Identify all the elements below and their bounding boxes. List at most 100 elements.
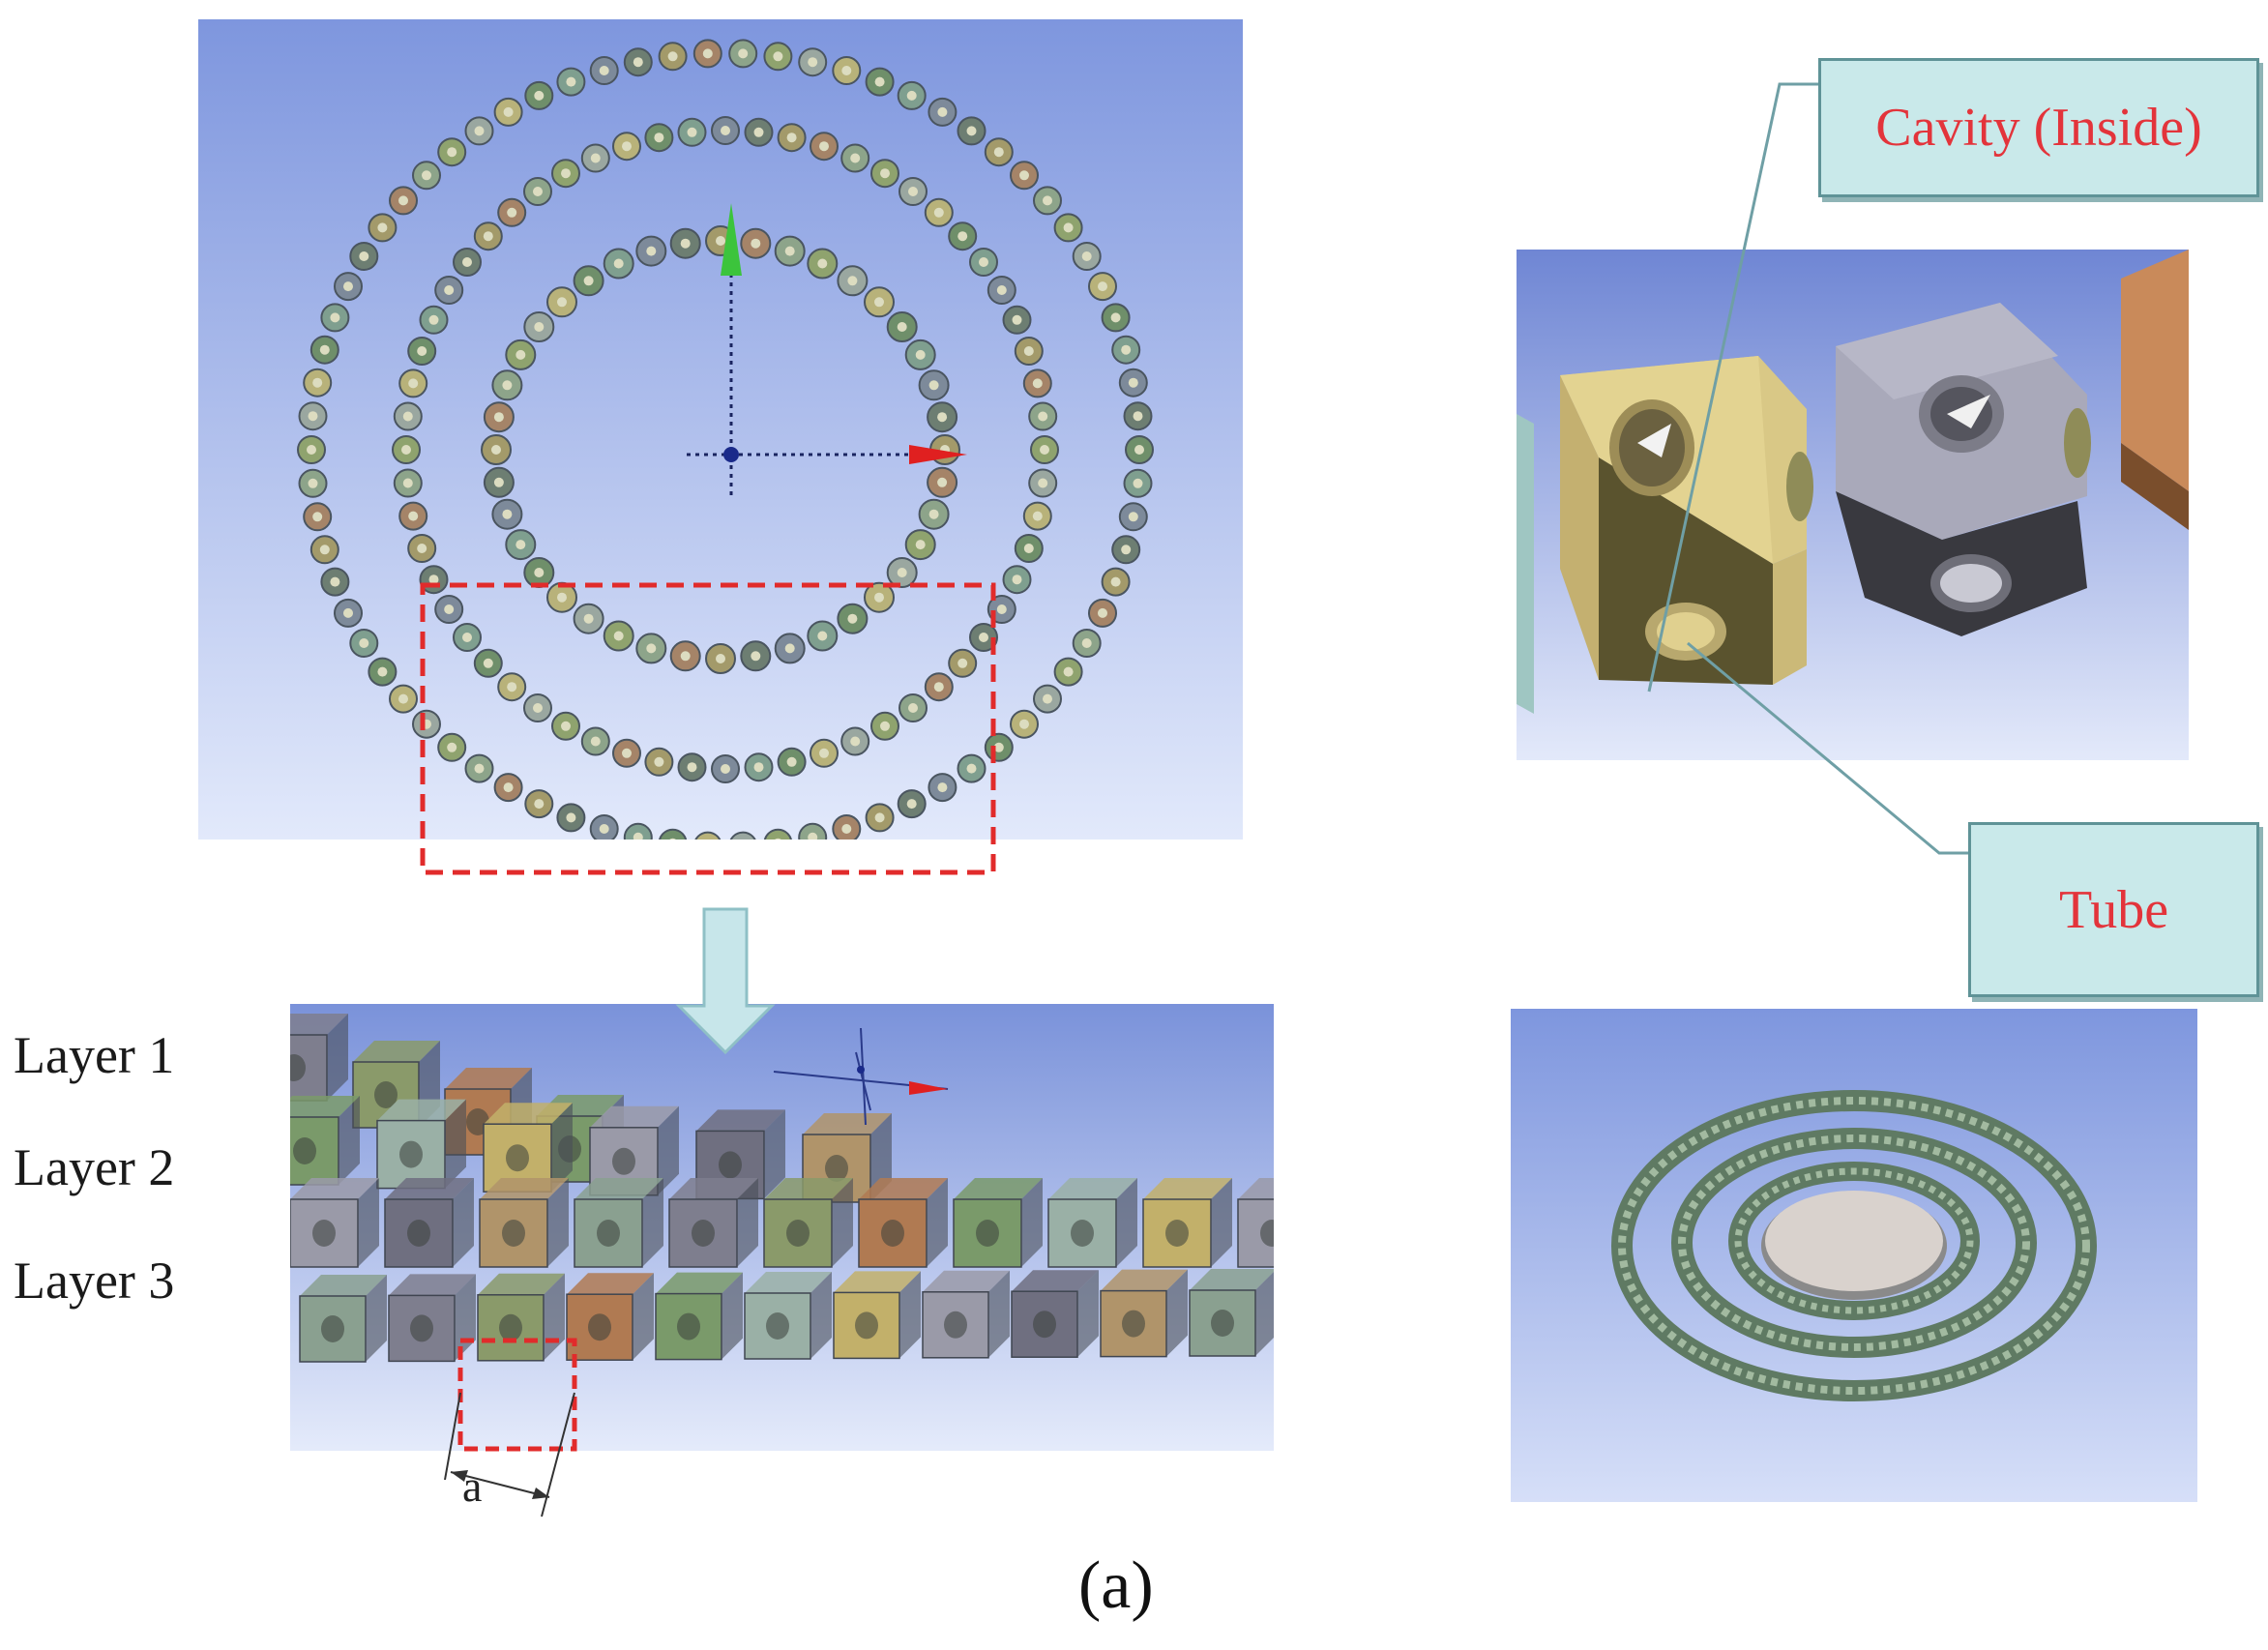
cube-face	[366, 1275, 387, 1362]
ring-cube-hole	[1043, 195, 1052, 206]
layer-3-label: Layer 3	[14, 1252, 175, 1310]
ring-cube-hole	[1012, 575, 1022, 585]
ring-cube-hole	[979, 633, 988, 642]
cube-face	[389, 1274, 476, 1296]
cube-hole	[692, 1220, 715, 1247]
cube-face	[764, 1178, 853, 1199]
cube-face	[590, 1105, 679, 1128]
ring-cube-hole	[1023, 544, 1034, 553]
ring-cube-hole	[408, 378, 419, 389]
cube-face	[1101, 1269, 1188, 1291]
ring-cube-hole	[422, 719, 431, 729]
ring-cube-hole	[515, 540, 526, 550]
ring-cube-hole	[474, 763, 485, 774]
cavity-callout: Cavity (Inside)	[1818, 58, 2259, 197]
ring-cube-hole	[957, 231, 968, 242]
ring-cube-hole	[784, 643, 795, 654]
ring-cube-hole	[1019, 170, 1029, 181]
ring-cube-hole	[1128, 377, 1138, 388]
ring-cube-hole	[359, 251, 369, 261]
dimension-label: a	[462, 1461, 483, 1511]
cube-hole	[374, 1081, 398, 1108]
cube-hole	[766, 1312, 789, 1340]
cube-hole	[293, 1137, 316, 1164]
ring-cube-hole	[1012, 314, 1022, 325]
cube-face	[290, 1178, 379, 1199]
ring-cube-hole	[996, 285, 1007, 295]
cube-hole	[1033, 1311, 1056, 1339]
ring-cube-hole	[1110, 312, 1121, 323]
cube-face	[810, 1272, 832, 1359]
zoom-viewport	[290, 1004, 1274, 1458]
cube-face	[574, 1178, 663, 1199]
cube-hole	[290, 1054, 306, 1081]
ring-cube-hole	[966, 763, 977, 774]
cube-face	[478, 1273, 565, 1295]
ring-cube-hole	[515, 349, 526, 360]
cube-hole	[597, 1220, 620, 1247]
ring-cube-hole	[534, 90, 545, 101]
ring-cube-hole	[841, 824, 852, 834]
cube-hole	[677, 1312, 700, 1341]
ring-cube-hole	[751, 238, 761, 249]
ring-cube-hole	[534, 568, 545, 577]
ring-cube-hole	[979, 257, 988, 267]
ring-cube-hole	[533, 703, 543, 713]
cube-hole	[407, 1220, 430, 1247]
ring-cube-hole	[583, 613, 594, 624]
cube-hole	[944, 1311, 967, 1339]
ring-cube-hole	[646, 246, 657, 256]
cube-face	[1143, 1178, 1232, 1199]
ring-cube-hole	[646, 643, 657, 654]
cube-face	[484, 1103, 573, 1125]
ring-cube-hole	[654, 756, 664, 767]
ring-cube-hole	[534, 322, 545, 332]
ring-cube-hole	[716, 654, 725, 663]
ring-cube-hole	[1134, 445, 1144, 455]
ring-cube-hole	[1081, 638, 1092, 648]
ring-cube-hole	[312, 512, 323, 522]
ring-cube-hole	[503, 106, 514, 117]
ring-cube-hole	[402, 411, 413, 422]
ring-cube-hole	[590, 736, 601, 747]
ring-cube-hole	[841, 66, 852, 75]
ring-cube-hole	[874, 592, 884, 603]
ring-cube-hole	[786, 133, 797, 143]
cube-face	[1190, 1269, 1274, 1290]
cube-face	[445, 1068, 532, 1089]
ring-cube-hole	[1032, 378, 1043, 389]
cube-face	[642, 1178, 663, 1267]
cube-hole	[719, 1151, 742, 1179]
ring-cube-hole	[330, 576, 340, 587]
cube-face	[339, 1096, 360, 1185]
ring-cube-hole	[915, 349, 926, 360]
ring-cube-hole	[613, 631, 624, 641]
ring-cube-hole	[1098, 281, 1107, 292]
ring-cube-hole	[566, 76, 576, 87]
ring-cube-hole	[1133, 411, 1143, 422]
ring-cube-hole	[502, 509, 513, 519]
cube-face	[669, 1178, 758, 1199]
ring-cube-hole	[503, 782, 514, 793]
cube-face	[1238, 1178, 1274, 1199]
ring-cube-hole	[933, 207, 944, 218]
cube-hole	[786, 1220, 810, 1247]
ring-cube-hole	[1019, 719, 1029, 729]
ring-cube-hole	[957, 658, 968, 668]
ring-cube-hole	[937, 782, 948, 793]
cube-hole	[1122, 1310, 1145, 1338]
ring-cube-hole	[654, 133, 664, 143]
cube-face	[954, 1178, 1043, 1199]
ring-cube-hole	[928, 509, 939, 519]
ring-cube-hole	[462, 633, 472, 642]
ring-cube-hole	[491, 445, 501, 455]
ring-cube-hole	[906, 90, 917, 101]
ring-cube-hole	[667, 51, 678, 62]
ring-cube-hole	[874, 76, 885, 87]
ring-cube-hole	[1128, 512, 1138, 522]
cube-hole	[499, 1313, 522, 1341]
ring-cube-hole	[408, 511, 419, 521]
ring-cube-hole	[817, 258, 828, 269]
cube-hole	[612, 1147, 635, 1175]
ring-cube-hole	[897, 322, 907, 332]
